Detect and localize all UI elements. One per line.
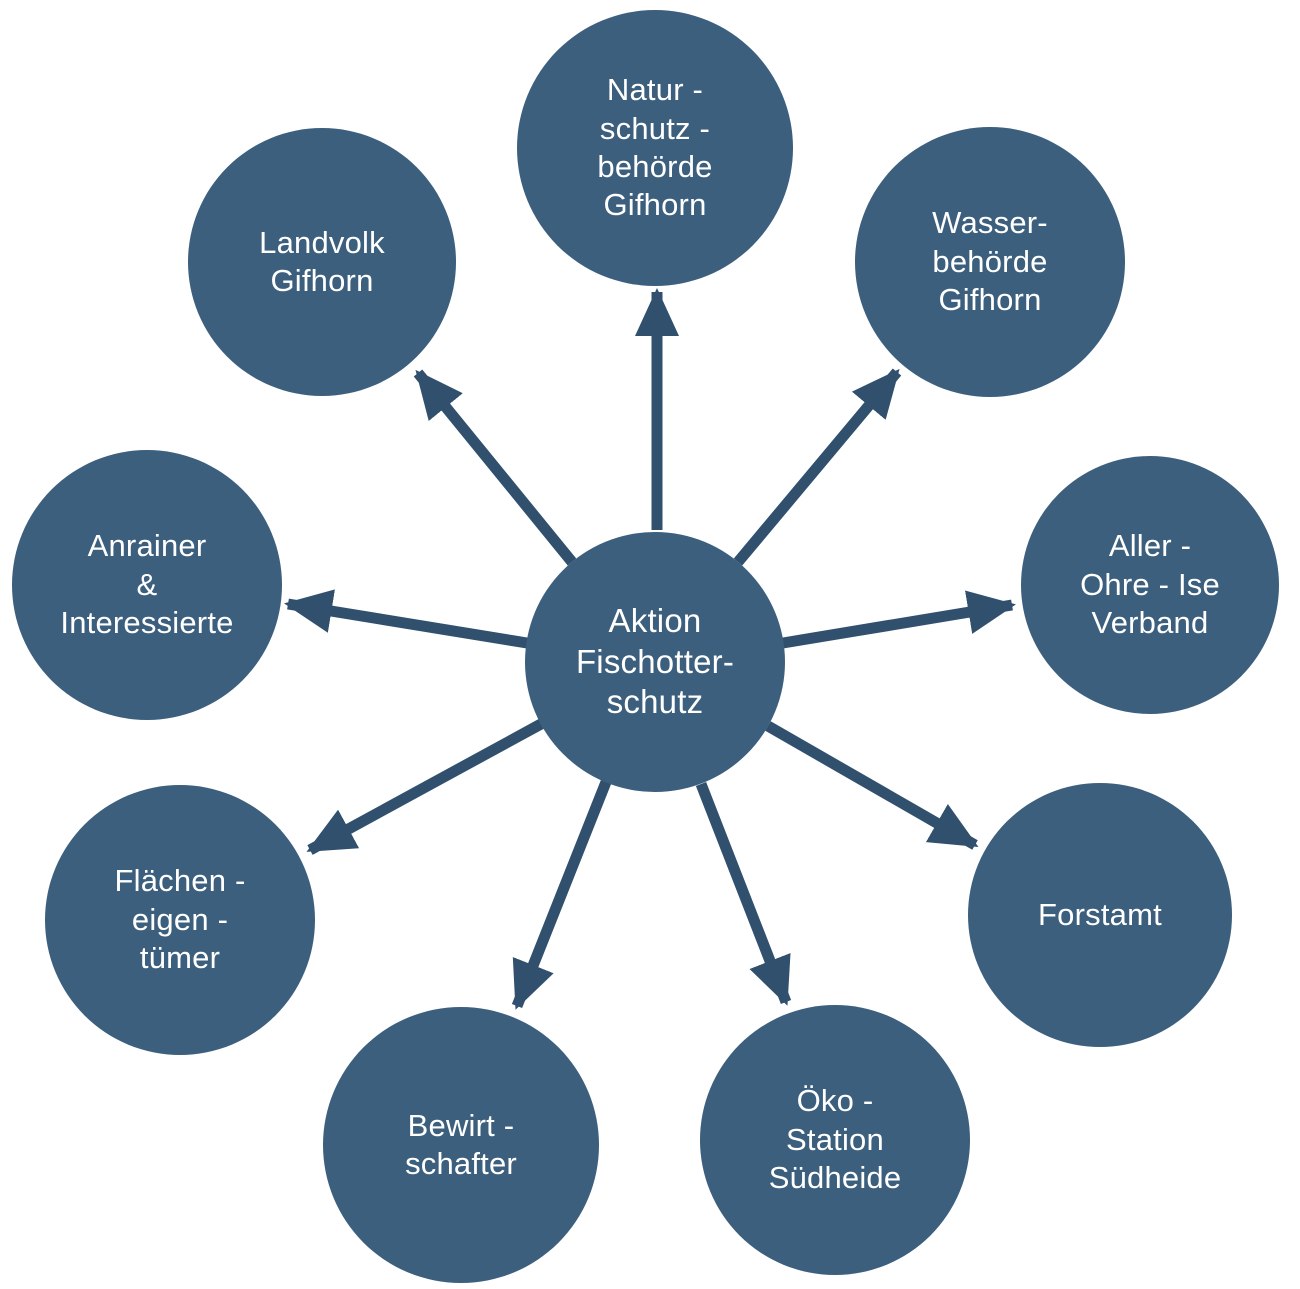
arrow-to-flaecheneigentuemer <box>306 719 544 855</box>
node-label: Öko - Station Südheide <box>768 1083 902 1196</box>
node-landvolk-gifhorn: Landvolk Gifhorn <box>188 128 456 396</box>
node-label: Anrainer & Interessierte <box>60 528 234 641</box>
arrow-to-oeko-station <box>695 782 792 1006</box>
node-forstamt: Forstamt <box>968 783 1232 1047</box>
node-label: Flächen - eigen - tümer <box>114 863 246 976</box>
arrow-to-bewirtschafter <box>511 779 612 1010</box>
node-anrainer-interessierte: Anrainer & Interessierte <box>12 450 282 720</box>
node-naturschutzbehoerde-gifhorn: Natur - schutz - behörde Gifhorn <box>517 10 793 286</box>
node-wasserbehoerde-gifhorn: Wasser- behörde Gifhorn <box>855 127 1125 397</box>
node-label: Aktion Fischotter- schutz <box>575 601 735 721</box>
arrow-to-anrainer <box>284 589 528 649</box>
node-label: Forstamt <box>1038 896 1162 932</box>
node-label: Bewirt - schafter <box>405 1107 517 1181</box>
node-bewirtschafter: Bewirt - schafter <box>323 1007 599 1283</box>
node-label: Wasser- behörde Gifhorn <box>932 205 1048 318</box>
arrow-to-landvolk <box>413 369 577 566</box>
arrow-to-aller-ohre-ise <box>782 590 1016 649</box>
node-oeko-station-suedheide: Öko - Station Südheide <box>700 1005 970 1275</box>
arrow-to-forstamt <box>765 721 979 850</box>
node-label: Natur - schutz - behörde Gifhorn <box>597 72 713 223</box>
node-aller-ohre-ise-verband: Aller - Ohre - Ise Verband <box>1021 456 1279 714</box>
node-flaecheneigentuemer: Flächen - eigen - tümer <box>45 785 315 1055</box>
node-aktion-fischotterschutz: Aktion Fischotter- schutz <box>525 532 785 792</box>
arrow-to-wasserbehoerde <box>733 368 902 566</box>
node-label: Aller - Ohre - Ise Verband <box>1080 528 1220 641</box>
node-label: Landvolk Gifhorn <box>259 224 385 298</box>
